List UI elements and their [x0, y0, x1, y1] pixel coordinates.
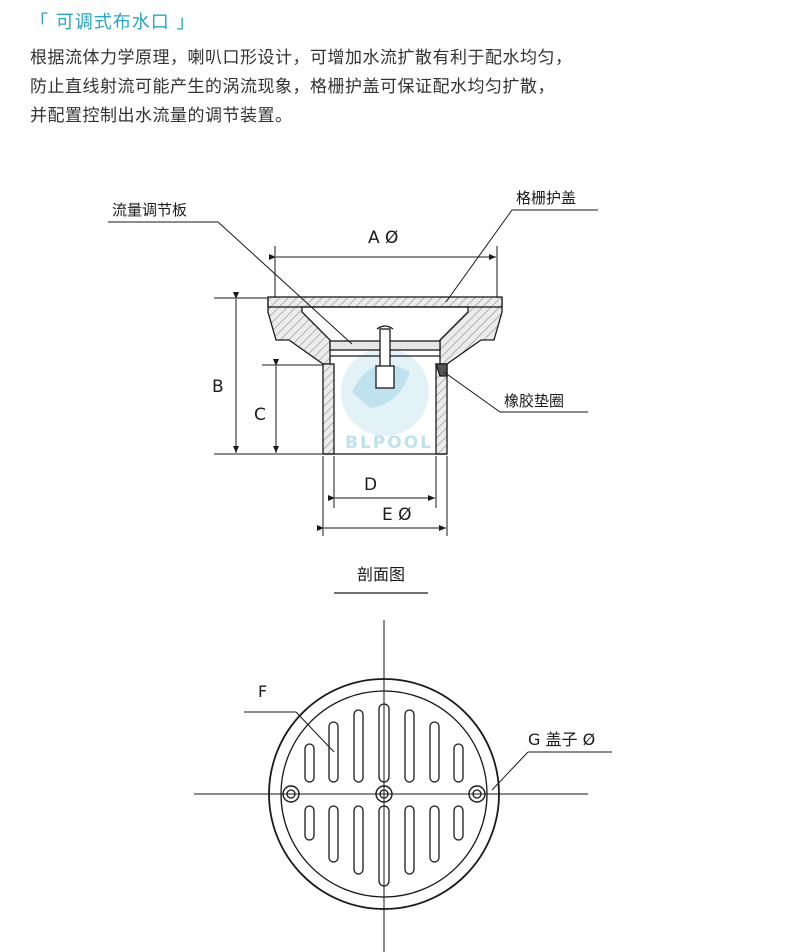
callout-g: G 盖子 Ø: [528, 730, 595, 749]
section-title: 「 可调式布水口 」: [30, 12, 196, 33]
top-view: F G 盖子 Ø: [194, 620, 612, 952]
grille-slots: [304, 703, 464, 887]
pipe-wall-right: [435, 363, 448, 455]
dim-e-label: E Ø: [382, 505, 412, 525]
section-caption: 剖面图: [357, 565, 405, 584]
cover-inner-ring: [280, 690, 488, 898]
cover-outer-ring: [268, 678, 500, 910]
callout-rubber-gasket: 橡胶垫圈: [504, 392, 564, 410]
rubber-gasket: [435, 363, 448, 377]
section-view: BLPOOL A Ø B C: [108, 189, 598, 594]
dim-b-label: B: [212, 377, 224, 397]
screw-holes: [282, 785, 486, 803]
dim-d-label: D: [364, 475, 377, 495]
callout-flow-plate: 流量调节板: [112, 201, 187, 219]
description-line-1: 根据流体力学原理，喇叭口形设计，可增加水流扩散有利于配水均匀，: [30, 48, 573, 68]
callout-f: F: [258, 682, 267, 701]
description-line-2: 防止直线射流可能产生的涡流现象，格栅护盖可保证配水均匀扩散，: [30, 77, 555, 97]
grille-cover-plate: [267, 296, 503, 308]
dim-a-label: A Ø: [368, 228, 398, 248]
description: 根据流体力学原理，喇叭口形设计，可增加水流扩散有利于配水均匀， 防止直线射流可能…: [30, 44, 770, 131]
pipe-wall-left: [322, 363, 335, 455]
right-funnel-wall: [439, 297, 503, 365]
description-line-3: 并配置控制出水流量的调节装置。: [30, 106, 293, 126]
dim-c-label: C: [254, 405, 266, 425]
callout-grille-cover: 格栅护盖: [516, 189, 576, 207]
left-funnel-wall: [267, 297, 331, 365]
watermark-text: BLPOOL: [345, 433, 433, 453]
